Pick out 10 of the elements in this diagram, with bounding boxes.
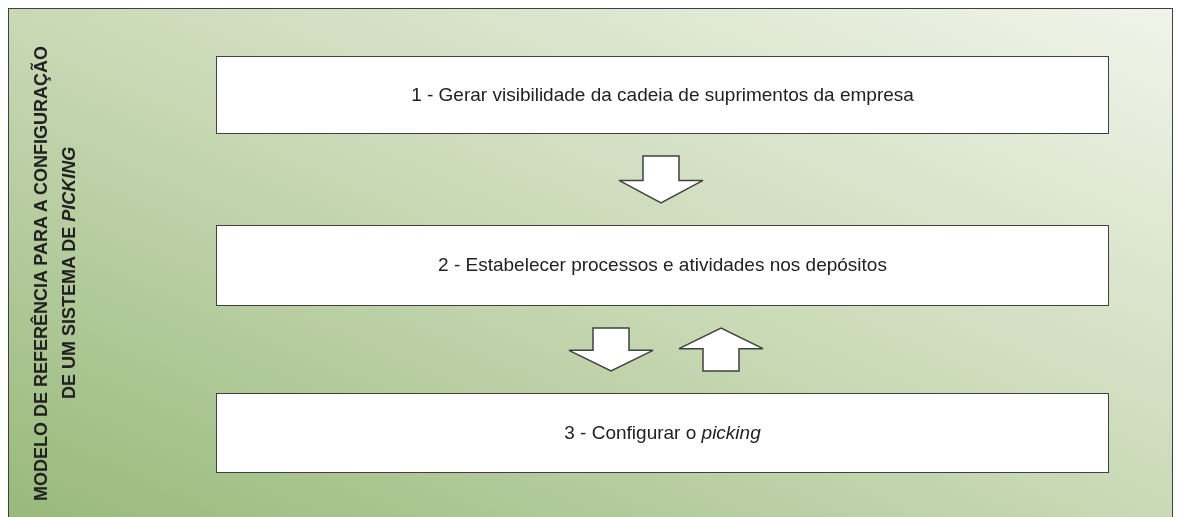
step-label: 2 - Estabelecer processos e atividades nos depósitos (438, 253, 887, 278)
step-box (216, 56, 1109, 134)
step-box (216, 393, 1109, 473)
step-box (216, 225, 1109, 306)
step-label: 1 - Gerar visibilidade da cadeia de suprimentos da empresa (411, 82, 914, 107)
model-panel (8, 8, 1173, 517)
block-arrow (678, 327, 764, 372)
block-arrow (568, 327, 654, 372)
step-label: 3 - Configurar o picking (564, 420, 761, 445)
block-arrow (618, 155, 704, 204)
